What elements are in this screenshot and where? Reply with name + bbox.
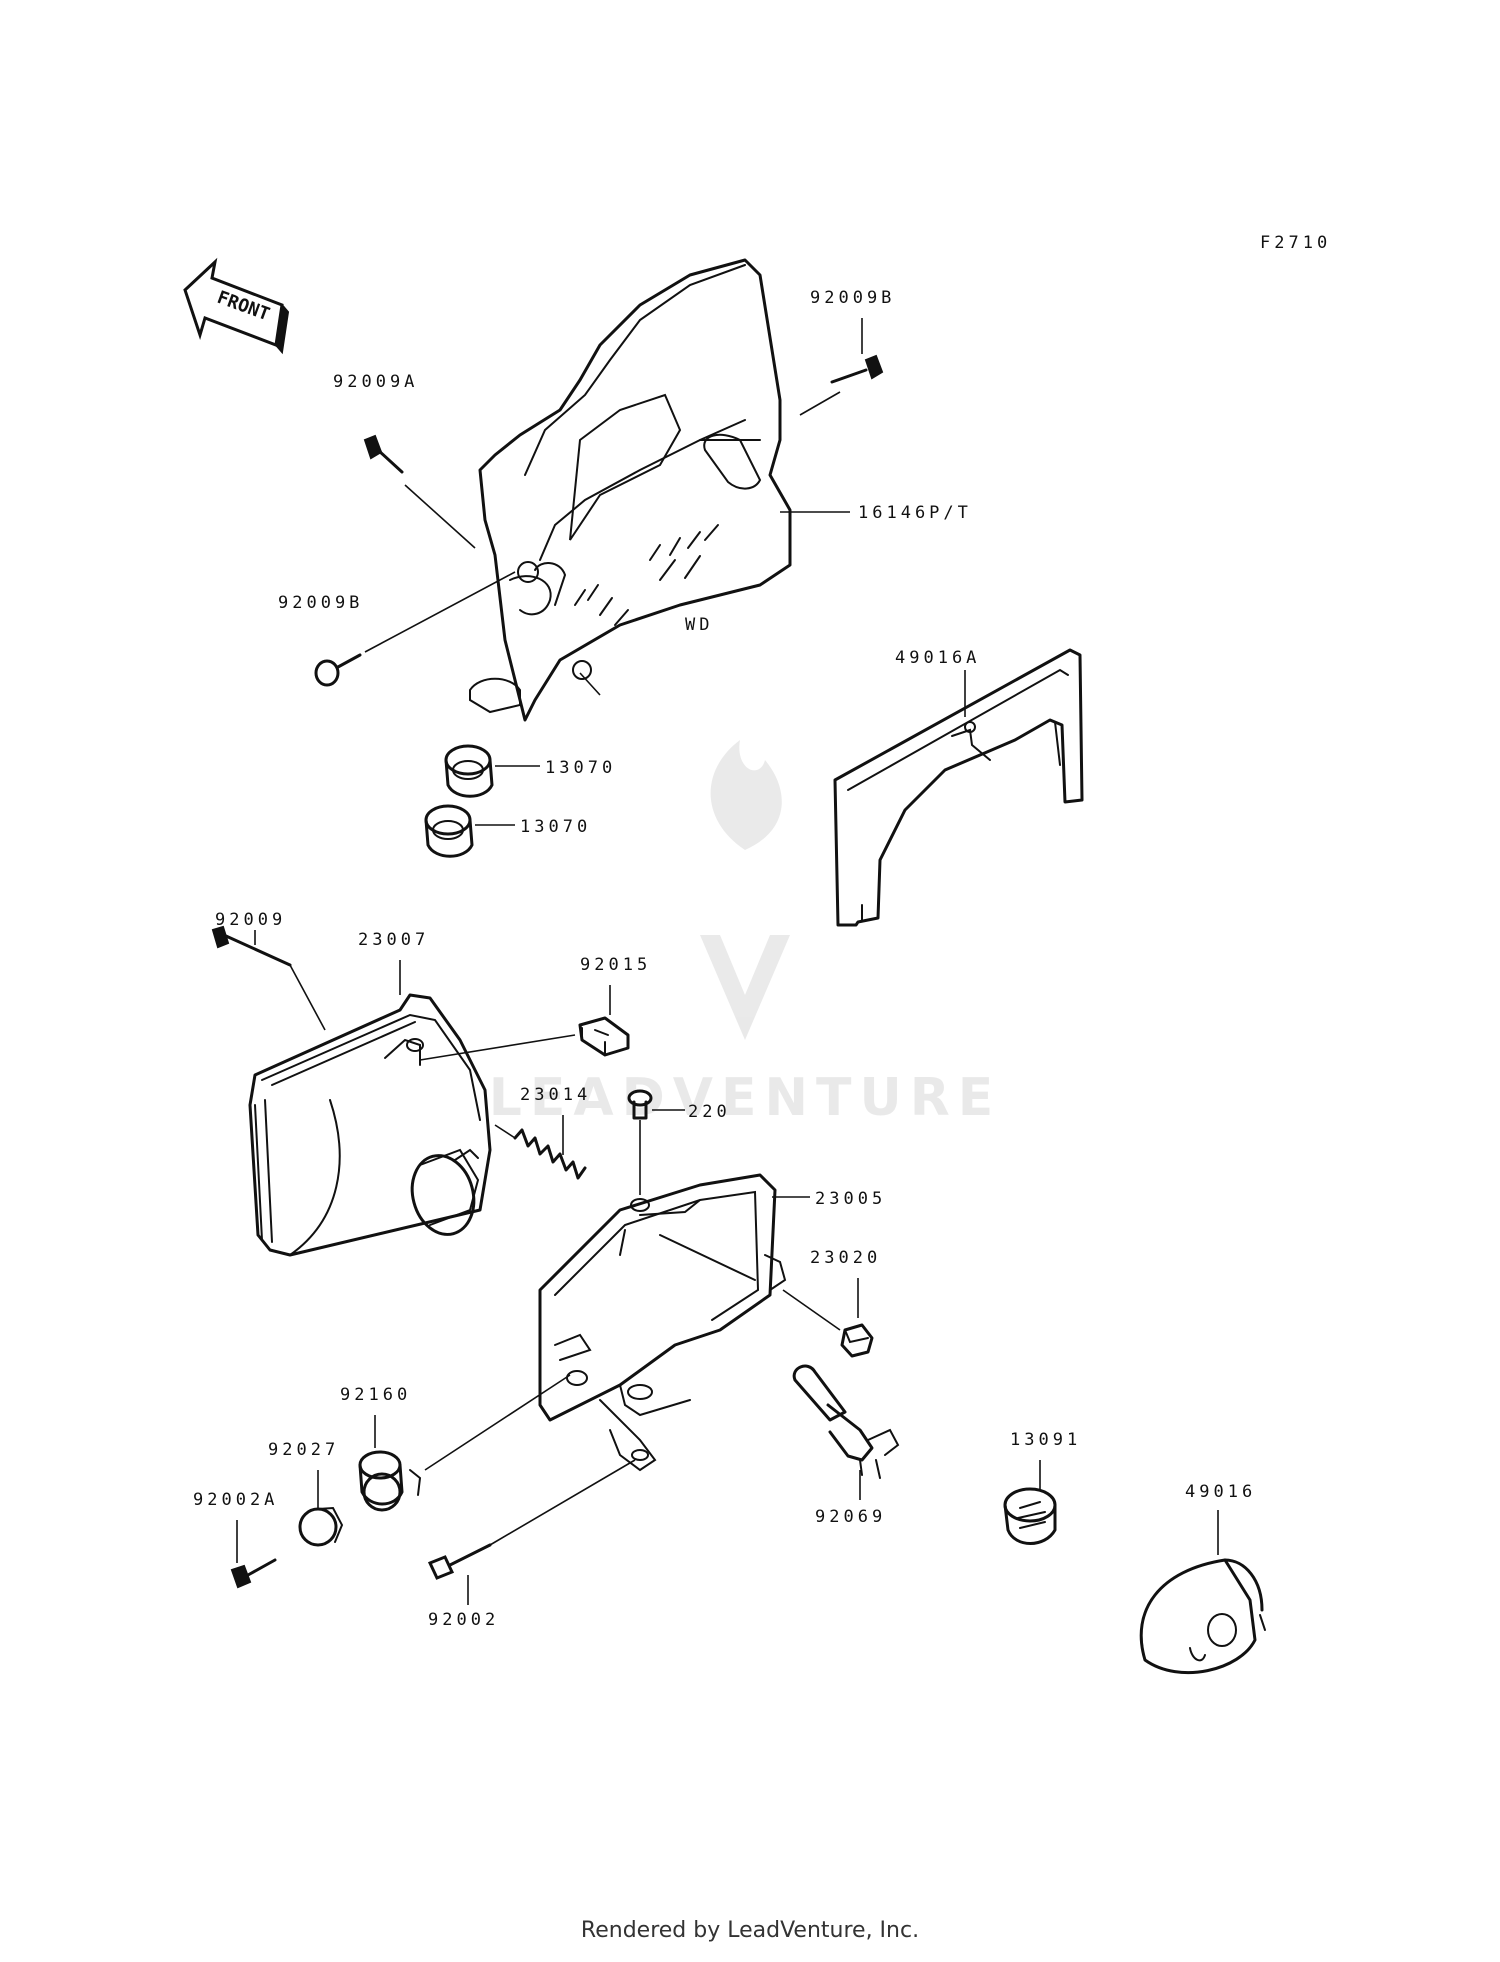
clip-92015-icon (578, 1016, 630, 1057)
side-mark-wd: WD (685, 615, 713, 635)
part-label-92002a: 92002A (193, 1490, 278, 1510)
bolt-92002a-icon (230, 1558, 277, 1589)
watermark-logo: LEADVENTURE (489, 740, 1002, 1128)
bolt-92002-icon (427, 1543, 492, 1580)
spring-23014-icon (513, 1128, 587, 1180)
watermark-text: LEADVENTURE (489, 1068, 1002, 1128)
bolt-92009-icon (211, 925, 292, 967)
part-label-13070-a: 13070 (545, 758, 616, 778)
part-label-49016: 49016 (1185, 1482, 1256, 1502)
part-label-92009: 92009 (215, 910, 286, 930)
front-arrow-icon: FRONT (183, 257, 290, 355)
part-label-23005: 23005 (815, 1189, 886, 1209)
part-label-92027: 92027 (268, 1440, 339, 1460)
part-label-92160: 92160 (340, 1385, 411, 1405)
socket-13091-icon (1003, 1487, 1057, 1545)
part-label-92002: 92002 (428, 1610, 499, 1630)
part-label-92009b-left: 92009B (278, 593, 363, 613)
headlight-unit-23007 (248, 993, 492, 1257)
screw-220-icon (627, 1089, 653, 1120)
air-cleaner-housing (469, 258, 792, 722)
nut-23020-icon (840, 1323, 874, 1358)
grommet-13070-a-icon (444, 744, 494, 798)
bulb-92069-icon (792, 1364, 900, 1479)
bolt-92009b-top-icon (830, 354, 884, 384)
part-label-220: 220 (688, 1102, 731, 1122)
grommet-92160-icon (358, 1450, 422, 1512)
bolt-92009b-left-icon (314, 653, 362, 687)
collar-92027-icon (298, 1506, 344, 1547)
part-label-92015: 92015 (580, 955, 651, 975)
reference-code: F2710 (1260, 233, 1331, 253)
part-label-92009b-top: 92009B (810, 288, 895, 308)
part-label-23014: 23014 (520, 1085, 591, 1105)
part-label-92009a: 92009A (333, 372, 418, 392)
part-label-13070-b: 13070 (520, 817, 591, 837)
part-label-13091: 13091 (1010, 1430, 1081, 1450)
bracket-23005 (538, 1173, 787, 1472)
cap-49016-icon (1139, 1558, 1266, 1675)
part-label-92069: 92069 (815, 1507, 886, 1527)
bolt-92009a-icon (363, 434, 404, 474)
part-label-16146pt: 16146P/T (858, 503, 972, 523)
part-label-23020: 23020 (810, 1248, 881, 1268)
cover-49016a (833, 648, 1084, 927)
part-label-23007: 23007 (358, 930, 429, 950)
grommet-13070-b-icon (424, 804, 474, 858)
part-label-49016a: 49016A (895, 648, 980, 668)
footer-credit: Rendered by LeadVenture, Inc. (580, 1918, 920, 1943)
